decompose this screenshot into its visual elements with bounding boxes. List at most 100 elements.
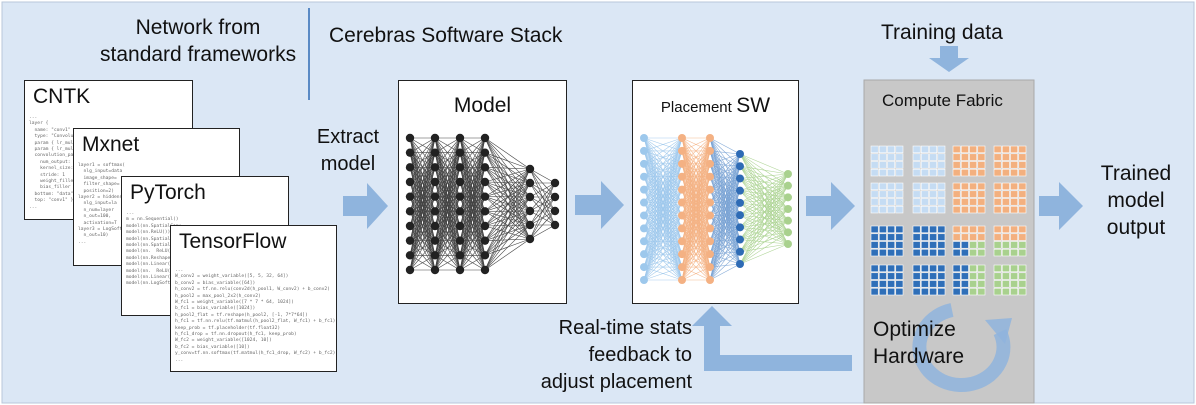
placement-edge [739,196,788,264]
fabric-cell [887,182,896,191]
fabric-cell [1018,264,1027,273]
model-edge [484,166,530,169]
fabric-cell [912,248,921,257]
fabric-cell [952,153,961,161]
model-edge [459,225,485,270]
fabric-cell [960,168,969,177]
model-edge [409,152,435,270]
model-edge [529,182,555,211]
model-node [480,221,489,230]
model-node [455,206,464,216]
fabric-tile-grid [870,145,1027,296]
fabric-cell [895,145,904,154]
fabric-cell [977,225,986,234]
fabric-cell [1018,205,1027,214]
placement-edge [709,202,740,280]
fabric-cell [1001,241,1010,249]
placement-edge [643,137,682,177]
model-edge [434,239,460,270]
fabric-cell [870,198,879,206]
placement-node [705,198,714,207]
fabric-cell [952,233,961,241]
fabric-cell [929,280,938,288]
fabric-cell [960,161,969,169]
fabric-cell [887,161,896,169]
placement-node [677,146,686,155]
model-edge [459,166,485,270]
model-edge [459,137,485,255]
placement-edge [643,227,682,280]
model-node [455,191,464,201]
placement-title: Placement SW [633,93,798,118]
fabric-cell [1018,182,1027,191]
placement-edge [643,137,682,280]
placement-edge [709,137,740,166]
fabric-cell [937,248,946,257]
model-edge [529,210,555,239]
fabric-cell [952,287,961,296]
placement-edge [643,176,682,280]
placement-edge [709,137,740,154]
fabric-cell [977,241,986,249]
fabric-cell [937,241,946,249]
framework-code: ... W_conv2 = weight_variable([5, 5, 32,… [175,268,336,363]
fabric-cell [912,241,921,249]
trained-line: Trained [1100,162,1172,185]
model-edge [529,224,555,239]
fabric-cell [870,205,879,214]
placement-edge [739,153,788,174]
fabric-cell [993,241,1002,249]
fabric-cell [977,145,986,154]
optimize-line: Optimize [873,318,956,341]
fabric-cell [969,272,978,280]
placement-node [705,249,714,258]
fabric-cell [937,233,946,241]
placement-edge [709,176,740,215]
fabric-cell [878,205,887,214]
placement-edge [681,137,710,254]
fabric-cell [887,168,896,177]
fabric-cell [929,168,938,177]
placement-edge [739,173,788,228]
fabric-cell [1010,198,1019,206]
placement-edge [681,137,710,151]
placement-edge [681,137,710,267]
fabric-cell [960,205,969,214]
model-node [525,234,534,243]
placement-edge [709,153,740,280]
model-edge [434,137,460,270]
fabric-cell [1001,287,1010,296]
placement-node [735,222,744,231]
model-node [405,162,414,172]
trained-line: output [1106,216,1166,239]
fabric-cell [952,198,961,206]
model-node [455,162,464,172]
model-node [430,162,439,172]
model-edge [484,210,530,270]
fabric-cell [920,168,929,177]
model-edge [529,182,555,197]
fabric-cell [870,233,879,241]
fabric-cell [993,287,1002,296]
placement-node [639,275,648,284]
fabric-cell [993,280,1002,288]
fabric-cell [977,287,986,296]
model-edge [484,166,530,211]
model-title: Model [453,94,512,117]
model-edge [434,137,460,197]
fabric-cell [912,233,921,241]
placement-edge [681,137,710,280]
arrow-right-icon [343,183,388,229]
model-edge [434,137,460,241]
placement-edge [739,173,788,191]
placement-node [639,262,648,271]
placement-title-small: Placement [660,99,732,116]
model-edge [409,137,435,270]
fabric-cell [993,168,1002,177]
model-node [430,206,439,216]
fabric-cell [952,168,961,177]
fabric-cell [1010,145,1019,154]
model-edge [484,168,530,226]
fabric-cell [1010,182,1019,191]
fabric-cell [878,233,887,241]
